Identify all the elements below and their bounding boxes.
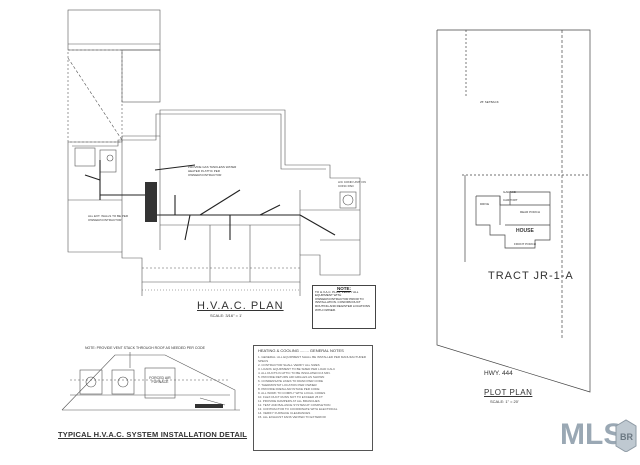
heating-note-line: 12. TEST AND BALANCE SYSTEM AT COMPLETIO… <box>258 403 331 407</box>
house-label: HOUSE <box>516 228 534 234</box>
house-outline <box>67 109 361 283</box>
detail-top-note: NOTE: PROVIDE VENT STACK THROUGH ROOF AS… <box>85 346 205 350</box>
detail-title: TYPICAL H.V.A.C. SYSTEM INSTALLATION DET… <box>58 430 248 439</box>
heating-notes-title: HEATING & COOLING ........ GENERAL NOTES <box>258 348 344 353</box>
heating-note-line: 6. CONDENSATE LINES TO DRAIN PER CODE <box>258 379 324 383</box>
tract-label: TRACT JR-1-A <box>488 270 574 282</box>
water-heater-note: PROVIDE GAS TANKLESS WATER HEATER IN ATT… <box>188 165 237 177</box>
furnace-box <box>144 367 176 399</box>
notes-text: TO H.V.A.C. PLAN, VERIFY ALL EQUIPMENT W… <box>315 289 370 312</box>
heating-note-line: 15. ALL EXHAUST FANS VENTED TO EXTERIOR <box>258 415 326 419</box>
heating-note-line: 4. ALL DUCTS IN ATTIC TO BE INSULATED R-… <box>258 371 331 375</box>
furnace-label: FORCED AIR FURNACE <box>149 376 171 384</box>
mls-logo-text: MLS <box>560 418 623 451</box>
heating-note-line: 8. PROVIDE FRESH AIR INTAKE PER CODE <box>258 387 320 391</box>
carport-label: CARPORT <box>503 198 518 202</box>
garage-label: GARAGE <box>503 190 516 194</box>
hvac-plan-title: H.V.A.C. PLAN <box>197 300 284 312</box>
condenser-note: A/C COND UNIT ON CONC PAD <box>338 180 366 188</box>
heating-note-line: 3. LOADS: EQUIPMENT TO BE SIZED PER LOAD… <box>258 367 336 371</box>
walls-note: ALL EXT. WALLS TO BE PER OWNER/CONTRACTO… <box>88 214 129 222</box>
notes-heading: NOTE: <box>337 286 351 291</box>
plot-plan-title: PLOT PLAN <box>484 388 533 397</box>
plot-plan-scale: SCALE: 1" = 20' <box>490 399 519 404</box>
install-detail-drawing <box>61 352 240 411</box>
heating-note-line: 13. CONTRACTOR TO COORDINATE WITH ELECTR… <box>258 407 338 411</box>
heating-note-line: 2. CONTRACTOR SHALL VERIFY ALL SIZES <box>258 363 320 367</box>
heating-note-line: 7. THERMOSTAT LOCATION PER OWNER <box>258 383 317 387</box>
air-handler <box>145 182 157 222</box>
mls-logo: MLS BR <box>560 412 638 457</box>
highway-label: HWY. 444 <box>484 370 513 377</box>
front-porch-label: FRONT PORCH <box>514 242 536 246</box>
mls-badge-text: BR <box>620 432 633 442</box>
heating-note-line: 9. ALL WORK TO COMPLY WITH LOCAL CODES <box>258 391 326 395</box>
hvac-plan-scale: SCALE: 3/16" = 1' <box>210 313 243 318</box>
heating-note-line: 10. FLEX DUCT RUNS NOT TO EXCEED 25 FT <box>258 395 323 399</box>
plot-house <box>475 191 551 249</box>
drive-label: DRIVE <box>480 202 490 206</box>
rear-porch-label: REAR PORCH <box>520 210 541 214</box>
plot-lines <box>436 29 591 393</box>
heating-note-line: 5. PROVIDE RETURN AIR GRILLES AS SHOWN <box>258 375 325 379</box>
heating-notes-box: HEATING & COOLING ........ GENERAL NOTES… <box>253 345 373 451</box>
garage-dashed <box>67 49 123 143</box>
heating-note-line: 1. GENERAL: ALL EQUIPMENT SHALL BE INSTA… <box>258 355 366 363</box>
heating-note-line: 11. PROVIDE DAMPERS AT ALL BRANCHES <box>258 399 320 403</box>
hvac-notes-box: NOTE: TO H.V.A.C. PLAN, VERIFY ALL EQUIP… <box>312 285 376 329</box>
heating-note-line: 14. VERIFY FURNACE CLEARANCES <box>258 411 311 415</box>
setback-label: 25' SETBACK <box>480 100 499 104</box>
